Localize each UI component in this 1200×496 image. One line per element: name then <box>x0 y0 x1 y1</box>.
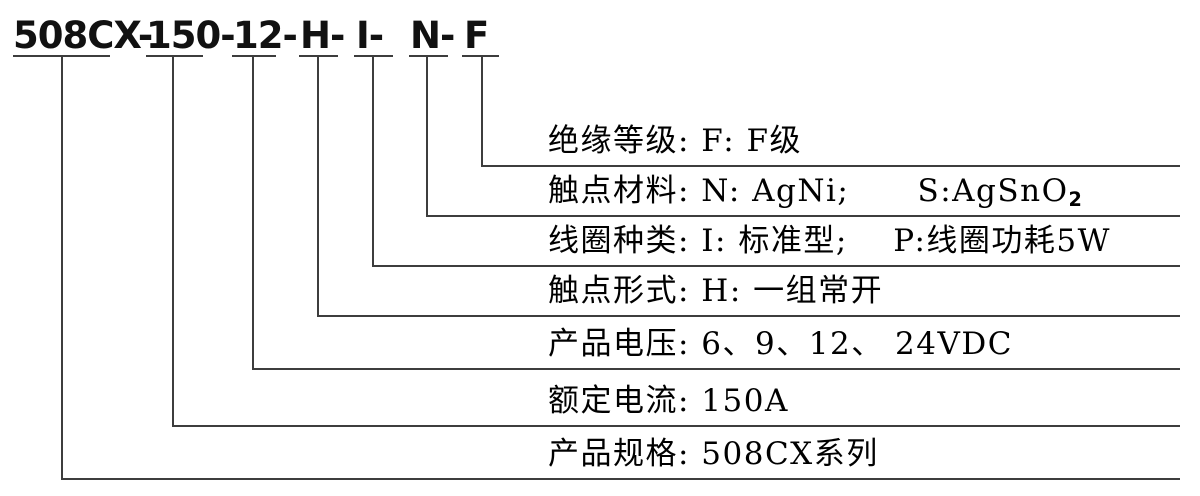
part-segment-series: 508CX- <box>13 14 153 57</box>
connector-vline <box>481 56 483 167</box>
row-line <box>172 425 1180 427</box>
connector-vline <box>317 56 319 317</box>
connector-vline <box>372 56 374 267</box>
row-line <box>317 315 1180 317</box>
segment-underline <box>232 55 276 57</box>
segment-underline <box>409 55 448 57</box>
connector-vline <box>172 56 174 427</box>
row-label-product-voltage: 产品电压: 6、9、12、 24VDC <box>548 324 1013 364</box>
row-text: 触点材料: N: AgNi; S:AgSnO <box>548 173 1069 209</box>
row-text: 产品规格: 508CX系列 <box>548 436 879 472</box>
connector-vline <box>61 56 63 480</box>
row-text: 线圈种类: I: 标准型; P:线圈功耗5W <box>548 223 1111 259</box>
row-label-product-spec: 产品规格: 508CX系列 <box>548 434 879 474</box>
part-segment-voltage: 12- <box>233 14 298 57</box>
row-label-rated-current: 额定电流: 150A <box>548 381 789 421</box>
row-text: 产品电压: 6、9、12、 24VDC <box>548 326 1013 362</box>
part-segment-current: 150- <box>146 14 236 57</box>
part-segment-coil-type: I- <box>356 14 384 57</box>
segment-underline <box>462 55 499 57</box>
part-segment-contact-form: H- <box>300 14 345 57</box>
row-label-contact-form: 触点形式: H: 一组常开 <box>548 271 883 311</box>
row-line <box>481 165 1180 167</box>
part-segment-insulation: F <box>464 14 489 57</box>
row-label-contact-material: 触点材料: N: AgNi; S:AgSnO2 <box>548 171 1082 211</box>
segment-underline <box>146 55 203 57</box>
row-label-coil-type: 线圈种类: I: 标准型; P:线圈功耗5W <box>548 221 1111 261</box>
row-text: 触点形式: H: 一组常开 <box>548 273 884 309</box>
row-line <box>61 478 1180 480</box>
row-line <box>372 265 1180 267</box>
connector-vline <box>252 56 254 370</box>
row-text: 额定电流: 150A <box>548 383 789 419</box>
part-segment-contact-material: N- <box>410 14 455 57</box>
row-line <box>252 368 1180 370</box>
row-label-insulation-class: 绝缘等级: F: F级 <box>548 121 802 161</box>
connector-vline <box>426 56 428 217</box>
row-line <box>426 215 1180 217</box>
row-text: 绝缘等级: F: F级 <box>548 123 803 159</box>
row-subscript: 2 <box>1068 188 1082 212</box>
